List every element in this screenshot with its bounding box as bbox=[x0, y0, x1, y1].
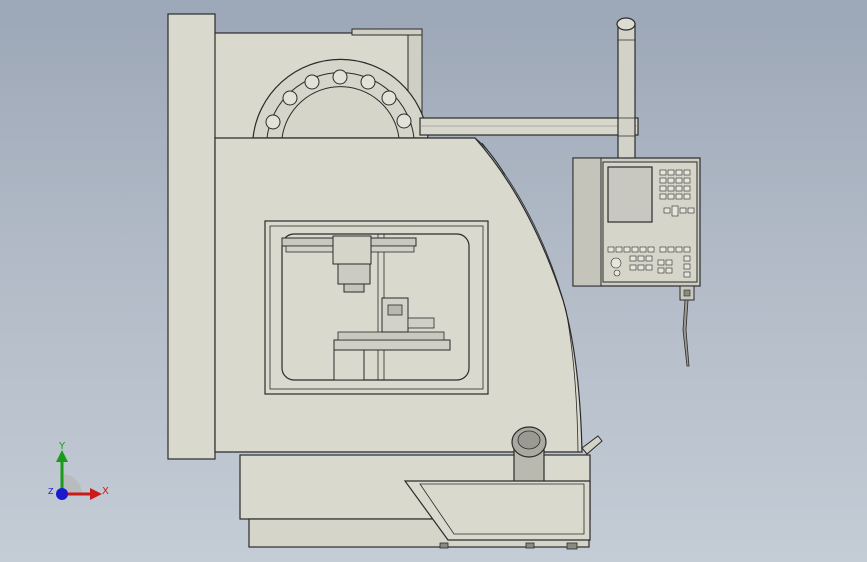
pendant-screen bbox=[607, 166, 653, 223]
axis-z-dot bbox=[56, 488, 68, 500]
triad-graphic bbox=[56, 450, 102, 500]
axis-y-label: Y bbox=[59, 441, 66, 452]
pendant-keypad bbox=[607, 169, 695, 278]
orientation-triad: Y X Z bbox=[40, 436, 130, 516]
handwheel-cable bbox=[679, 285, 695, 367]
pendant-arm bbox=[419, 117, 639, 136]
chip-tray bbox=[403, 480, 591, 541]
pendant-pole bbox=[616, 17, 636, 161]
door-latch bbox=[581, 435, 603, 455]
tool-magazine bbox=[252, 58, 429, 139]
machine-column bbox=[167, 13, 216, 460]
axis-z-label: Z bbox=[48, 487, 54, 496]
axis-x-arrow bbox=[90, 488, 102, 500]
axis-x-label: X bbox=[102, 486, 109, 497]
coolant-pipe bbox=[511, 426, 547, 483]
axis-y-arrow bbox=[56, 450, 68, 462]
spindle bbox=[281, 235, 417, 293]
work-table bbox=[333, 297, 451, 381]
